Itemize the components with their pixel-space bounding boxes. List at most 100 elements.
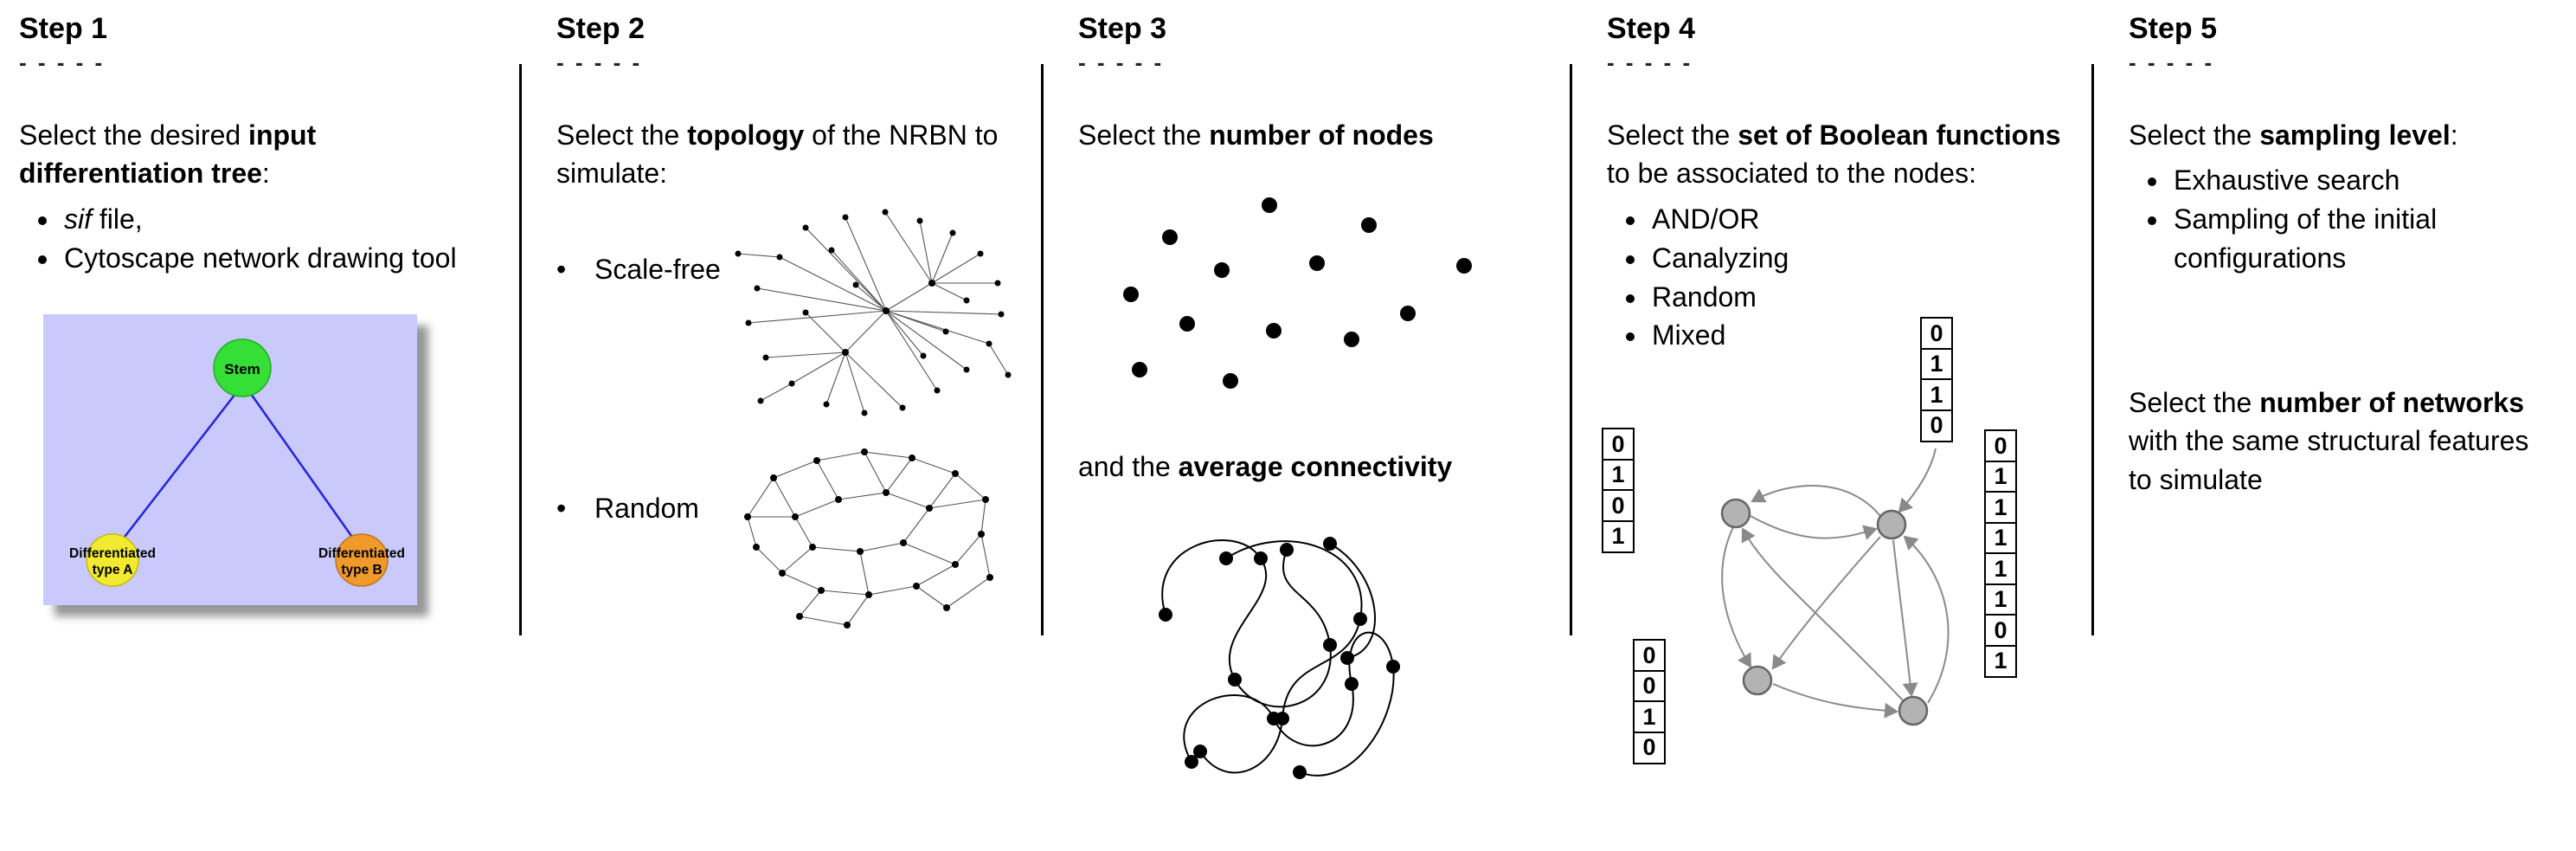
bullet-and-or: AND/OR xyxy=(1648,200,2065,239)
step5-title: Step 5 xyxy=(2129,12,2218,45)
step1-dashes: - - - - - xyxy=(19,48,106,75)
bullet-marker: • xyxy=(556,254,567,286)
random-row: • Random xyxy=(556,439,1015,657)
step5-intro: Select the sampling level: xyxy=(2129,116,2533,155)
truth-table-cell: 1 xyxy=(1984,644,2017,678)
bullet-scale-free-text: Scale-free xyxy=(594,254,721,286)
step5-second-bold: number of networks xyxy=(2259,386,2525,418)
bullet-marker: • xyxy=(556,493,567,525)
step4-intro-post: to be associated to the nodes: xyxy=(1607,158,1976,190)
truth-table-cell: 1 xyxy=(1920,347,1953,381)
differentiation-tree-figure: Stem Differentiated type A Differentiate… xyxy=(43,313,417,605)
step3-column: Step 3 - - - - - Select the number of no… xyxy=(1044,0,1570,851)
bullet-cytoscape: Cytoscape network drawing tool xyxy=(61,239,493,278)
tree-edges xyxy=(115,392,362,549)
step3-second-bold: average connectivity xyxy=(1178,451,1453,483)
step3-intro-bold: number of nodes xyxy=(1209,119,1434,151)
bullet-mixed-text: Mixed xyxy=(1652,319,1726,351)
stem-node-label: Stem xyxy=(224,361,260,377)
step5-column: Step 5 - - - - - Select the sampling lev… xyxy=(2094,0,2576,851)
step5-second: Select the number of networks with the s… xyxy=(2129,384,2533,500)
step4-dashes: - - - - - xyxy=(1607,48,1693,75)
step1-intro-pre: Select the desired xyxy=(19,119,249,151)
step3-second-pre: and the xyxy=(1078,451,1179,483)
step5-intro-post: : xyxy=(2450,119,2458,151)
step5-dashes: - - - - - xyxy=(2129,48,2215,75)
step2-intro: Select the topology of the NRBN to simul… xyxy=(556,116,1015,194)
truth-table-cell: 0 xyxy=(1602,489,1635,522)
bullet-random: • Random xyxy=(556,439,726,528)
truth-table-cell: 0 xyxy=(1602,428,1635,461)
stem-node: Stem xyxy=(213,338,272,397)
truth-table-cell: 1 xyxy=(1602,458,1635,492)
truth-table-left: 0 1 0 1 xyxy=(1602,428,1635,553)
bullet-exhaustive-search: Exhaustive search xyxy=(2170,161,2533,200)
column-divider-1 xyxy=(519,64,522,635)
step3-intro: Select the number of nodes xyxy=(1078,116,1544,155)
boolean-network-edges xyxy=(1721,448,1950,719)
step3-dashes: - - - - - xyxy=(1078,48,1165,75)
column-divider-2 xyxy=(1041,64,1044,635)
step4-bullet-list: AND/OR Canalyzing Random Mixed xyxy=(1607,200,2065,355)
column-divider-3 xyxy=(1570,64,1572,635)
step4-column: Step 4 - - - - - Select the set of Boole… xyxy=(1572,0,2091,851)
step4-intro: Select the set of Boolean functions to b… xyxy=(1607,116,2065,194)
step3-intro-pre: Select the xyxy=(1078,119,1210,151)
nodes-dots-figure xyxy=(1101,184,1544,422)
boolean-network-svg xyxy=(1720,448,1950,726)
bullet-sif-rest: file, xyxy=(92,203,143,235)
step5-bullet-list: Exhaustive search Sampling of the initia… xyxy=(2129,161,2533,277)
bullet-sif-file: sif file, xyxy=(61,200,493,239)
step2-intro-post: of the NRBN to simulate: xyxy=(556,119,999,190)
truth-table-cell: 0 xyxy=(1633,639,1666,672)
type-a-label-line2: type A xyxy=(93,563,133,577)
step5-second-post: with the same structural features to sim… xyxy=(2129,425,2529,496)
tangle-dots xyxy=(1159,537,1400,780)
step4-intro-pre: Select the xyxy=(1607,119,1738,151)
bullet-random-functions-text: Random xyxy=(1652,280,1757,313)
step1-intro: Select the desired input differentiation… xyxy=(19,116,493,194)
scattered-dots xyxy=(1123,197,1472,390)
scale-free-network-figure xyxy=(735,209,1012,416)
step2-intro-pre: Select the xyxy=(556,119,688,151)
differentiated-type-a-node: Differentiated type A xyxy=(69,532,156,587)
truth-table-cell: 1 xyxy=(1602,519,1635,553)
step2-title: Step 2 xyxy=(556,12,646,45)
boolean-network-nodes xyxy=(1720,498,1929,726)
bullet-sampling-configurations: Sampling of the initial configurations xyxy=(2170,200,2533,278)
step1-title: Step 1 xyxy=(19,12,108,45)
truth-table-cell: 0 xyxy=(1920,409,1953,442)
step3-second: and the average connectivity xyxy=(1078,448,1544,487)
step5-intro-bold: sampling level xyxy=(2259,119,2451,151)
truth-table-cell: 1 xyxy=(1984,521,2017,555)
truth-table-top: 0 1 1 0 xyxy=(1920,317,1953,442)
bullet-sampling-configurations-text: Sampling of the initial configurations xyxy=(2174,203,2438,274)
bullet-exhaustive-search-text: Exhaustive search xyxy=(2174,164,2400,197)
step5-intro-pre: Select the xyxy=(2129,119,2260,151)
bullet-random-text: Random xyxy=(594,493,699,525)
bullet-mixed: Mixed xyxy=(1648,316,2065,355)
random-network-figure xyxy=(744,448,993,629)
truth-table-cell: 0 xyxy=(1920,317,1953,350)
connectivity-svg xyxy=(1159,537,1400,780)
differentiation-tree-svg: Stem Differentiated type A Differentiate… xyxy=(69,338,405,587)
truth-table-cell: 0 xyxy=(1633,731,1666,764)
step2-column: Step 2 - - - - - Select the topology of … xyxy=(522,0,1041,851)
tangle-curves xyxy=(1161,539,1395,777)
bullet-canalyzing-text: Canalyzing xyxy=(1652,242,1789,274)
type-b-label-line1: Differentiated xyxy=(318,546,405,561)
truth-table-cell: 0 xyxy=(1984,614,2017,647)
truth-table-cell: 1 xyxy=(1920,378,1953,411)
truth-table-right: 0 1 1 1 1 1 0 1 xyxy=(1984,429,2017,678)
random-nodes xyxy=(744,448,993,629)
truth-table-cell: 1 xyxy=(1984,491,2017,524)
type-b-label-line2: type B xyxy=(341,563,382,577)
bullet-sif-italic: sif xyxy=(64,203,92,235)
truth-table-bottom: 0 0 1 0 xyxy=(1633,639,1666,764)
scale-free-row: • Scale-free xyxy=(556,200,1015,427)
bullet-random-functions: Random xyxy=(1648,278,2065,317)
bullet-cytoscape-text: Cytoscape network drawing tool xyxy=(64,242,457,274)
step3-title: Step 3 xyxy=(1078,12,1167,45)
step2-intro-bold: topology xyxy=(687,119,805,151)
